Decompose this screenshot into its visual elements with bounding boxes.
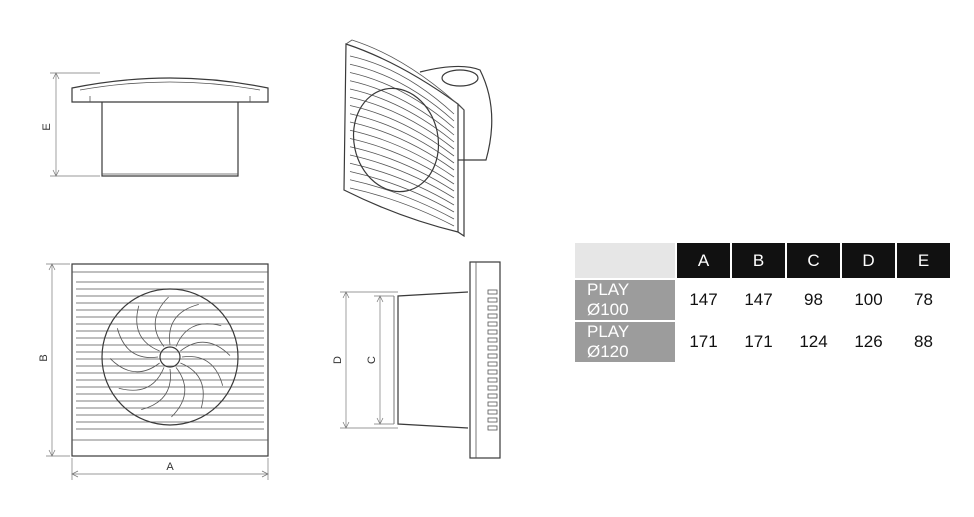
vent-rib bbox=[487, 313, 498, 319]
row-label: PLAY Ø120 bbox=[575, 320, 675, 362]
vent-rib bbox=[487, 361, 498, 367]
side-view-top: E bbox=[41, 72, 269, 177]
grille-slat bbox=[349, 138, 455, 185]
grille-slat bbox=[349, 88, 455, 143]
table-row: PLAY Ø100 147 147 98 100 78 bbox=[575, 278, 950, 320]
vent-rib bbox=[487, 329, 498, 335]
fan-blade bbox=[180, 362, 204, 409]
cell-value: 171 bbox=[730, 320, 785, 362]
table-header-row: A B C D E bbox=[575, 243, 950, 278]
grille-slat bbox=[349, 113, 455, 164]
vent-rib bbox=[487, 425, 498, 431]
side-vent-ribs bbox=[487, 289, 498, 431]
cell-value: 78 bbox=[895, 278, 950, 320]
grille-slat bbox=[349, 129, 455, 178]
grille-slat bbox=[349, 154, 455, 199]
grille-slat bbox=[349, 72, 455, 129]
fan-blade bbox=[154, 296, 169, 347]
side-view-bottom: D C bbox=[332, 261, 501, 459]
vent-rib bbox=[487, 377, 498, 383]
fan-blade bbox=[136, 305, 160, 352]
vent-rib bbox=[487, 297, 498, 303]
front-view: B A bbox=[38, 263, 269, 480]
fan-hub bbox=[159, 346, 181, 368]
fan-blade bbox=[175, 323, 222, 347]
vent-rib bbox=[487, 401, 498, 407]
dimensions-table: A B C D E PLAY Ø100 147 147 98 100 78 PL… bbox=[575, 243, 950, 362]
fan-blade bbox=[116, 328, 159, 358]
fan-blade bbox=[169, 303, 199, 346]
cell-value: 98 bbox=[785, 278, 840, 320]
cell-value: 147 bbox=[675, 278, 730, 320]
vent-rib bbox=[487, 345, 498, 351]
row-label: PLAY Ø100 bbox=[575, 278, 675, 320]
col-header-c: C bbox=[785, 243, 840, 278]
vent-rib bbox=[487, 369, 498, 375]
cell-value: 147 bbox=[730, 278, 785, 320]
vent-rib bbox=[487, 337, 498, 343]
grille-slat bbox=[349, 146, 455, 192]
vent-rib bbox=[487, 417, 498, 423]
grille-slat bbox=[349, 96, 455, 150]
col-header-d: D bbox=[840, 243, 895, 278]
vent-rib bbox=[487, 289, 498, 295]
dim-label-e: E bbox=[41, 123, 53, 130]
fan-blade bbox=[141, 368, 171, 411]
grille-slat bbox=[349, 162, 455, 206]
fan-blade bbox=[181, 356, 224, 386]
grille-slat bbox=[349, 171, 455, 213]
table-corner-cell bbox=[575, 243, 675, 278]
cell-value: 171 bbox=[675, 320, 730, 362]
front-grille-slats bbox=[76, 281, 264, 430]
fan-blade bbox=[109, 358, 160, 373]
vent-rib bbox=[487, 393, 498, 399]
dim-label-c: C bbox=[366, 356, 378, 364]
vent-rib bbox=[487, 305, 498, 311]
table-row: PLAY Ø120 171 171 124 126 88 bbox=[575, 320, 950, 362]
grille-slat bbox=[349, 121, 455, 171]
grille-slat bbox=[349, 80, 455, 136]
fan-blade bbox=[171, 367, 186, 418]
col-header-e: E bbox=[895, 243, 950, 278]
grille-slat bbox=[349, 63, 455, 122]
vent-rib bbox=[487, 321, 498, 327]
grille-slat bbox=[349, 55, 455, 115]
cell-value: 124 bbox=[785, 320, 840, 362]
cell-value: 88 bbox=[895, 320, 950, 362]
isometric-view bbox=[343, 39, 493, 238]
grille-slat bbox=[349, 105, 455, 157]
vent-rib bbox=[487, 409, 498, 415]
grille-slat bbox=[349, 187, 455, 227]
fan-blade bbox=[118, 367, 165, 391]
col-header-b: B bbox=[730, 243, 785, 278]
isometric-grille-slats bbox=[349, 55, 455, 227]
fan-grille-circle bbox=[101, 288, 239, 426]
col-header-a: A bbox=[675, 243, 730, 278]
dim-label-b: B bbox=[38, 354, 50, 361]
fan-blades bbox=[109, 296, 231, 418]
vent-rib bbox=[487, 385, 498, 391]
cell-value: 126 bbox=[840, 320, 895, 362]
vent-rib bbox=[487, 353, 498, 359]
dim-label-d: D bbox=[332, 356, 344, 364]
grille-slat bbox=[349, 179, 455, 220]
cell-value: 100 bbox=[840, 278, 895, 320]
dim-label-a: A bbox=[166, 461, 174, 473]
fan-blade bbox=[180, 341, 231, 356]
